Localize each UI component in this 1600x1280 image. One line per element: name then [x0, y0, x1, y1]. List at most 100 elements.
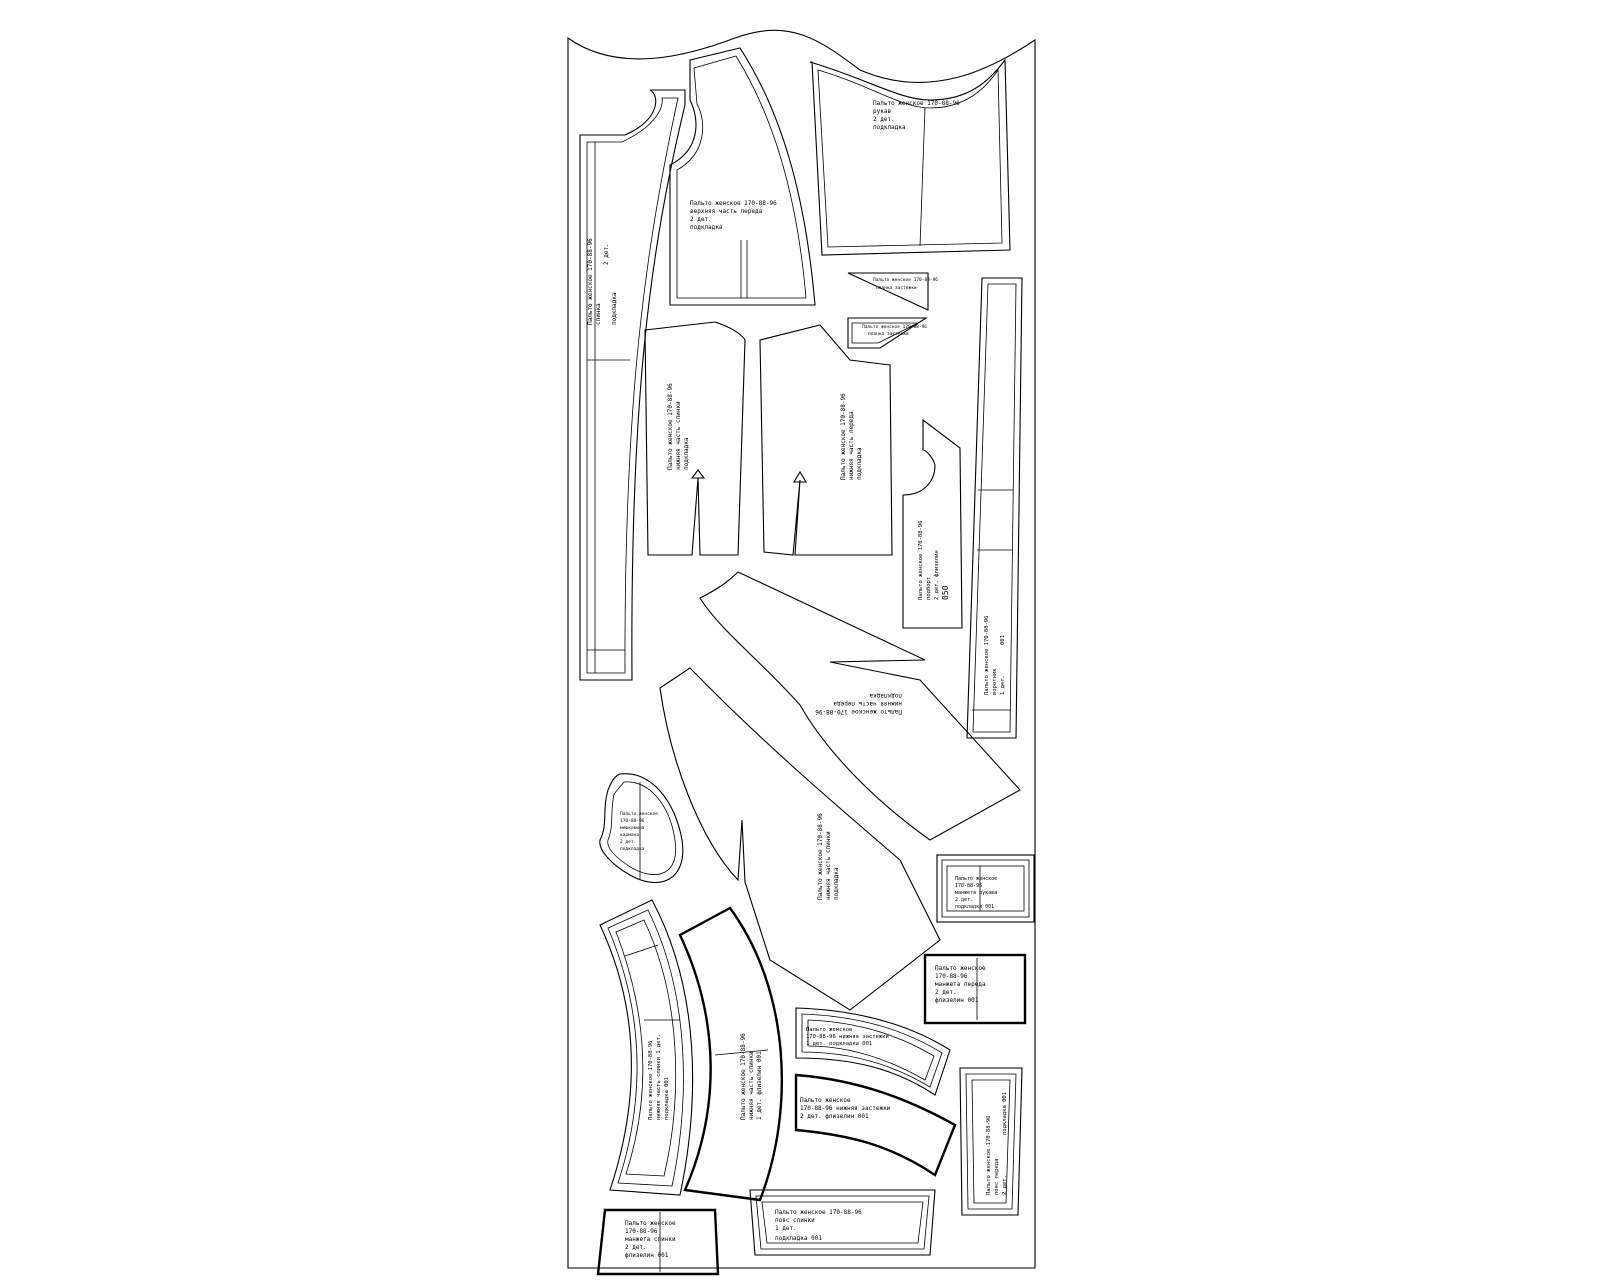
label-upper-front-0: Пальто женское 170-88-96: [690, 200, 777, 207]
piece-arc-4: Пальто женское 170-88-96 нижняя застежки…: [794, 1073, 957, 1177]
label-small2-1: планка застежки: [868, 332, 909, 337]
piece-facing: Пальто женское 170-88-96 подборт 2 дет. …: [902, 418, 963, 629]
label-skirt-2: подкладка: [833, 867, 840, 900]
label-pocket-5: подкладка: [620, 847, 645, 852]
piece-pocket-bag: Пальто женское 170-88-96 мешковина карма…: [599, 773, 684, 884]
label-cuff-2: манжета рукава: [955, 890, 997, 896]
label-arc2-2: 1 дет. флизелин 001: [756, 1051, 763, 1120]
marker-outline: [567, 29, 1036, 1269]
label-arc1-0: Пальто женское 170-88-96: [648, 1041, 654, 1120]
label-facing-0: Пальто женское 170-88-96: [918, 521, 924, 600]
piece-small-1: Пальто женское 170-88-96 планка застежки: [847, 272, 938, 311]
label-skirt-0: Пальто женское 170-88-96: [817, 813, 824, 900]
piece-arc-3: Пальто женское 170-88-96 нижняя застежки…: [795, 1007, 951, 1096]
label-lower-back-1: нижняя часть спинки: [675, 401, 682, 470]
label-belt-2: 1 дет.: [775, 1225, 797, 1232]
label-arc2-1: нижняя часть спинки: [748, 1051, 755, 1120]
label-arc1-1: нижняя часть спинки 1 дет.: [656, 1034, 662, 1120]
piece-arc-left: Пальто женское 170-88-96 нижняя часть сп…: [599, 899, 694, 1196]
label-arc4-0: Пальто женское: [800, 1097, 851, 1104]
label-pocket-4: 2 дет.: [620, 839, 636, 845]
label-arc3-0: Пальто женское: [806, 1027, 852, 1033]
label-pocket-3: кармана: [620, 833, 639, 838]
label-facing-3: 050: [941, 585, 950, 600]
piece-collar-strip: Пальто женское 170-88-96 воротник 1 дет.…: [966, 277, 1023, 739]
piece-cuff-right: Пальто женское 170-88-96 манжета рукава …: [936, 854, 1035, 923]
label-skirt-1: нижняя часть спинки: [825, 831, 832, 900]
label-collar-3: 001: [1000, 635, 1006, 645]
label-vert-2: 2 дет.: [1002, 1175, 1008, 1195]
label-vert-1: пояс переда: [994, 1159, 1000, 1195]
label-lower-back-2: подкладка: [683, 437, 690, 470]
label-vert-3: подкладка 001: [1002, 1092, 1008, 1135]
label-small1-0: Пальто женское 170-88-96: [873, 277, 938, 283]
label-arc2-0: Пальто женское 170-88-96: [740, 1033, 747, 1120]
label-upper-front-1: верхняя часть переда: [690, 208, 763, 215]
label-collar-0: Пальто женское 170-88-96: [984, 616, 990, 695]
piece-arc-middle: Пальто женское 170-88-96 нижняя часть сп…: [678, 906, 784, 1202]
piece-belt: Пальто женское 170-88-96 пояс спинки 1 д…: [749, 1189, 936, 1256]
piece-skirt-diagonal: Пальто женское 170-88-96 нижняя часть сп…: [659, 667, 941, 1011]
label-bl-0: Пальто женское: [625, 1220, 676, 1227]
label-bl-2: манжета спинки: [625, 1236, 676, 1243]
label-belt-0: Пальто женское 170-88-96: [775, 1209, 862, 1216]
piece-bodice-diagonal: Пальто женское 170-88-96 нижняя часть пе…: [699, 571, 1021, 841]
label-pocket2-0: Пальто женское: [935, 965, 986, 972]
piece-small-2: Пальто женское 170-88-96 планка застежки: [847, 317, 928, 349]
label-back-lining-0: Пальто женское 170-88-96: [587, 238, 594, 325]
label-back-lining-3: подкладка: [611, 292, 618, 325]
label-sleeve-lining-0: Пальто женское 170-88-96: [873, 100, 960, 107]
label-arc4-2: 2 дет. флизелин 001: [800, 1113, 869, 1120]
label-pocket2-4: флизелин 001: [935, 997, 979, 1004]
label-pocket-0: Пальто женское: [620, 811, 658, 817]
label-bodice-0: Пальто женское 170-88-96: [815, 708, 902, 715]
label-pocket2-2: манжета переда: [935, 981, 986, 988]
label-arc3-1: 170-88-96 нижняя застежки: [806, 1034, 889, 1040]
piece-upper-front: Пальто женское 170-88-96 верхняя часть п…: [669, 47, 816, 306]
label-lower-front-0: Пальто женское 170-88-96: [840, 393, 847, 480]
label-cuff-3: 2 дет.: [955, 897, 973, 903]
piece-sleeve-lining: Пальто женское 170-88-96 рукав 2 дет. по…: [809, 58, 1011, 256]
label-bodice-2: подкладка: [869, 692, 902, 699]
label-facing-2: 2 дет. флизелин: [934, 550, 940, 600]
label-back-lining-1: спинка: [595, 303, 602, 325]
label-lower-front-1: нижняя часть переда: [848, 411, 855, 480]
label-arc1-2: подкладка 001: [664, 1077, 670, 1120]
label-belt-3: подкладка 001: [775, 1235, 822, 1242]
label-bl-4: флизелин 001: [625, 1252, 669, 1259]
label-bodice-1: нижняя часть переда: [833, 700, 902, 707]
piece-bottom-left: Пальто женское 170-88-96 манжета спинки …: [596, 1208, 720, 1276]
label-sleeve-lining-2: 2 дет.: [873, 116, 895, 123]
label-back-lining-2: 2 дет.: [603, 243, 610, 265]
label-pocket2-3: 2 дет.: [935, 989, 957, 996]
piece-pocket-right: Пальто женское 170-88-96 манжета переда …: [923, 953, 1027, 1025]
piece-vertical-right: Пальто женское 170-88-96 пояс переда 2 д…: [959, 1067, 1023, 1216]
label-sleeve-lining-3: подкладка: [873, 124, 906, 131]
label-vert-0: Пальто женское 170-88-96: [986, 1116, 992, 1195]
label-pocket-1: 170-88-96: [620, 818, 645, 824]
label-arc4-1: 170-88-96 нижняя застежки: [800, 1105, 891, 1112]
label-cuff-0: Пальто женское: [955, 876, 997, 882]
label-pocket-2: мешковина: [620, 826, 645, 831]
label-upper-front-2: 2 дет.: [690, 216, 712, 223]
piece-back-lining: Пальто женское 170-88-96 спинка 2 дет. п…: [579, 89, 686, 681]
label-bl-1: 170-88-96: [625, 1228, 658, 1235]
label-facing-1: подборт: [925, 577, 932, 600]
label-pocket2-1: 170-88-96: [935, 973, 968, 980]
label-upper-front-3: подкладка: [690, 224, 723, 231]
label-small2-0: Пальто женское 170-88-96: [862, 324, 927, 330]
label-cuff-4: подкладка 001: [955, 904, 994, 910]
label-collar-2: 1 дет.: [1000, 675, 1006, 695]
label-bl-3: 2 дет.: [625, 1244, 647, 1251]
label-lower-front-2: подкладка: [856, 447, 863, 480]
piece-lower-back: Пальто женское 170-88-96 нижняя часть сп…: [644, 321, 746, 556]
label-collar-1: воротник: [992, 668, 998, 695]
label-belt-1: пояс спинки: [775, 1217, 815, 1224]
label-lower-back-0: Пальто женское 170-88-96: [667, 383, 674, 470]
label-arc3-2: 1 дет. подкладка 001: [806, 1041, 872, 1047]
label-sleeve-lining-1: рукав: [873, 108, 891, 115]
label-small1-1: планка застежки: [876, 286, 917, 291]
piece-lower-front: Пальто женское 170-88-96 нижняя часть пе…: [759, 324, 893, 556]
label-cuff-1: 170-88-96: [955, 883, 982, 889]
